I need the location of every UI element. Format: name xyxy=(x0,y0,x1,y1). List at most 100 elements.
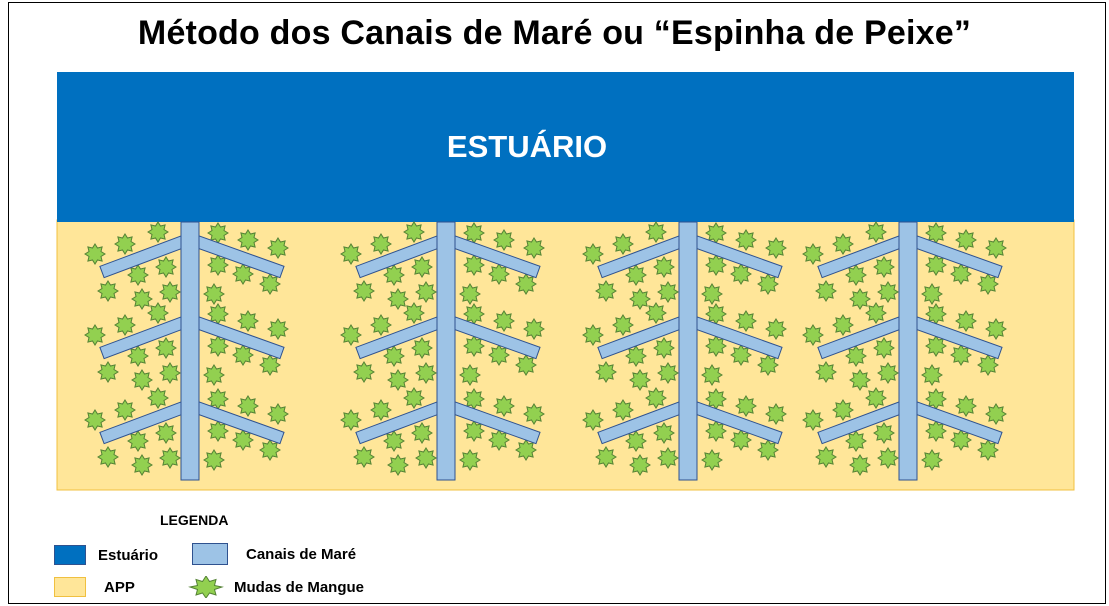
seedling xyxy=(595,280,617,302)
seedling xyxy=(415,362,437,384)
seedling xyxy=(815,446,837,468)
seedling xyxy=(411,256,433,278)
seedling xyxy=(705,254,727,276)
legend-label-mudas: Mudas de Mangue xyxy=(234,578,365,596)
seedling xyxy=(625,345,647,367)
seedling xyxy=(802,324,824,346)
seedling xyxy=(921,283,943,305)
seedling xyxy=(523,237,545,259)
legend-item-canais: Canais de Maré xyxy=(192,543,356,565)
tidal-canal-spine xyxy=(436,221,456,481)
seedling xyxy=(985,403,1007,425)
seedling xyxy=(977,354,999,376)
app-swatch xyxy=(54,577,86,597)
seedling xyxy=(849,454,871,476)
seedling xyxy=(629,369,651,391)
seedling xyxy=(802,243,824,265)
seedling xyxy=(653,422,675,444)
legend-item-estuario: Estuário xyxy=(54,545,158,565)
seedling xyxy=(735,229,757,251)
seedling xyxy=(147,302,169,324)
seedling xyxy=(950,263,972,285)
seedling xyxy=(155,337,177,359)
legend-item-app: APP xyxy=(54,577,135,597)
seedling xyxy=(873,256,895,278)
legend-label-app: APP xyxy=(104,578,135,596)
seedling xyxy=(237,310,259,332)
seedling xyxy=(159,362,181,384)
seedling xyxy=(873,422,895,444)
seedling xyxy=(114,399,136,421)
seedling xyxy=(735,395,757,417)
seedling xyxy=(340,243,362,265)
seedling xyxy=(701,283,723,305)
seedling xyxy=(865,221,887,243)
seedling xyxy=(955,395,977,417)
seedling xyxy=(353,280,375,302)
seedling xyxy=(493,395,515,417)
seedling xyxy=(523,403,545,425)
seedling xyxy=(488,344,510,366)
seedling xyxy=(203,283,225,305)
seedling xyxy=(865,302,887,324)
seedling xyxy=(493,310,515,332)
seedling xyxy=(657,281,679,303)
seedling xyxy=(147,221,169,243)
tidal-canal-spine xyxy=(180,221,200,481)
seedling xyxy=(370,314,392,336)
seedling xyxy=(582,409,604,431)
seedling xyxy=(925,254,947,276)
seedling xyxy=(832,233,854,255)
seedling xyxy=(411,422,433,444)
seedling xyxy=(921,364,943,386)
seedling xyxy=(955,310,977,332)
seedling xyxy=(849,288,871,310)
seedling xyxy=(955,229,977,251)
seedling xyxy=(84,409,106,431)
seedling xyxy=(730,344,752,366)
seedling xyxy=(127,430,149,452)
seedling xyxy=(657,447,679,469)
seedling xyxy=(730,429,752,451)
seedling xyxy=(845,345,867,367)
seedling xyxy=(645,387,667,409)
seedling xyxy=(403,387,425,409)
estuary-area xyxy=(57,72,1074,222)
seedling xyxy=(207,335,229,357)
tidal-canal-spine xyxy=(678,221,698,481)
seedling xyxy=(730,263,752,285)
seedling xyxy=(203,449,225,471)
seedling xyxy=(657,362,679,384)
legend-label-estuario: Estuário xyxy=(98,546,159,564)
seedling xyxy=(985,318,1007,340)
seedling xyxy=(950,429,972,451)
seedling xyxy=(370,233,392,255)
seedling xyxy=(463,335,485,357)
seedling xyxy=(127,345,149,367)
seedling xyxy=(259,354,281,376)
seedling xyxy=(127,264,149,286)
seedling xyxy=(629,454,651,476)
seedling xyxy=(849,369,871,391)
seedling xyxy=(403,221,425,243)
legend-title: LEGENDA xyxy=(160,512,229,528)
seedling xyxy=(757,439,779,461)
seedling xyxy=(207,420,229,442)
seedling xyxy=(653,337,675,359)
seedling xyxy=(595,361,617,383)
seedling xyxy=(873,337,895,359)
seedling xyxy=(765,403,787,425)
seedling xyxy=(159,281,181,303)
seedling xyxy=(370,399,392,421)
seedling xyxy=(645,302,667,324)
seedling xyxy=(459,449,481,471)
seedling xyxy=(625,430,647,452)
seedling xyxy=(387,454,409,476)
seedling xyxy=(612,233,634,255)
seedling xyxy=(353,446,375,468)
seedling xyxy=(802,409,824,431)
seedling xyxy=(832,314,854,336)
seedling xyxy=(463,254,485,276)
seedling xyxy=(232,344,254,366)
seedling xyxy=(232,263,254,285)
